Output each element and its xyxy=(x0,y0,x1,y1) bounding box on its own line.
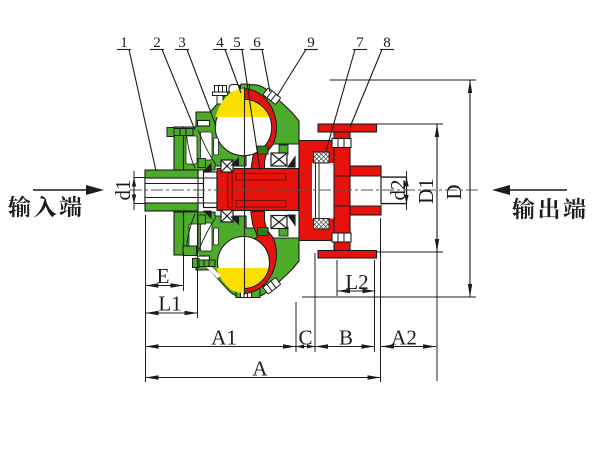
svg-text:9: 9 xyxy=(307,35,315,51)
svg-text:1: 1 xyxy=(120,35,128,51)
svg-text:C: C xyxy=(298,326,312,350)
svg-text:3: 3 xyxy=(178,35,186,51)
svg-text:6: 6 xyxy=(253,35,261,51)
svg-text:B: B xyxy=(339,326,353,350)
svg-text:2: 2 xyxy=(153,35,161,51)
svg-text:5: 5 xyxy=(233,35,241,51)
svg-text:L2: L2 xyxy=(345,270,368,294)
svg-text:d2: d2 xyxy=(386,180,410,201)
svg-text:D1: D1 xyxy=(414,178,438,204)
svg-text:7: 7 xyxy=(356,35,364,51)
svg-text:8: 8 xyxy=(383,35,391,51)
svg-text:E: E xyxy=(157,264,170,288)
svg-text:A: A xyxy=(252,357,268,381)
svg-text:d1: d1 xyxy=(111,180,135,201)
svg-text:D: D xyxy=(442,184,466,199)
svg-text:A2: A2 xyxy=(391,326,417,350)
svg-text:A1: A1 xyxy=(211,326,237,350)
svg-text:4: 4 xyxy=(216,35,224,51)
svg-text:L1: L1 xyxy=(158,292,181,316)
